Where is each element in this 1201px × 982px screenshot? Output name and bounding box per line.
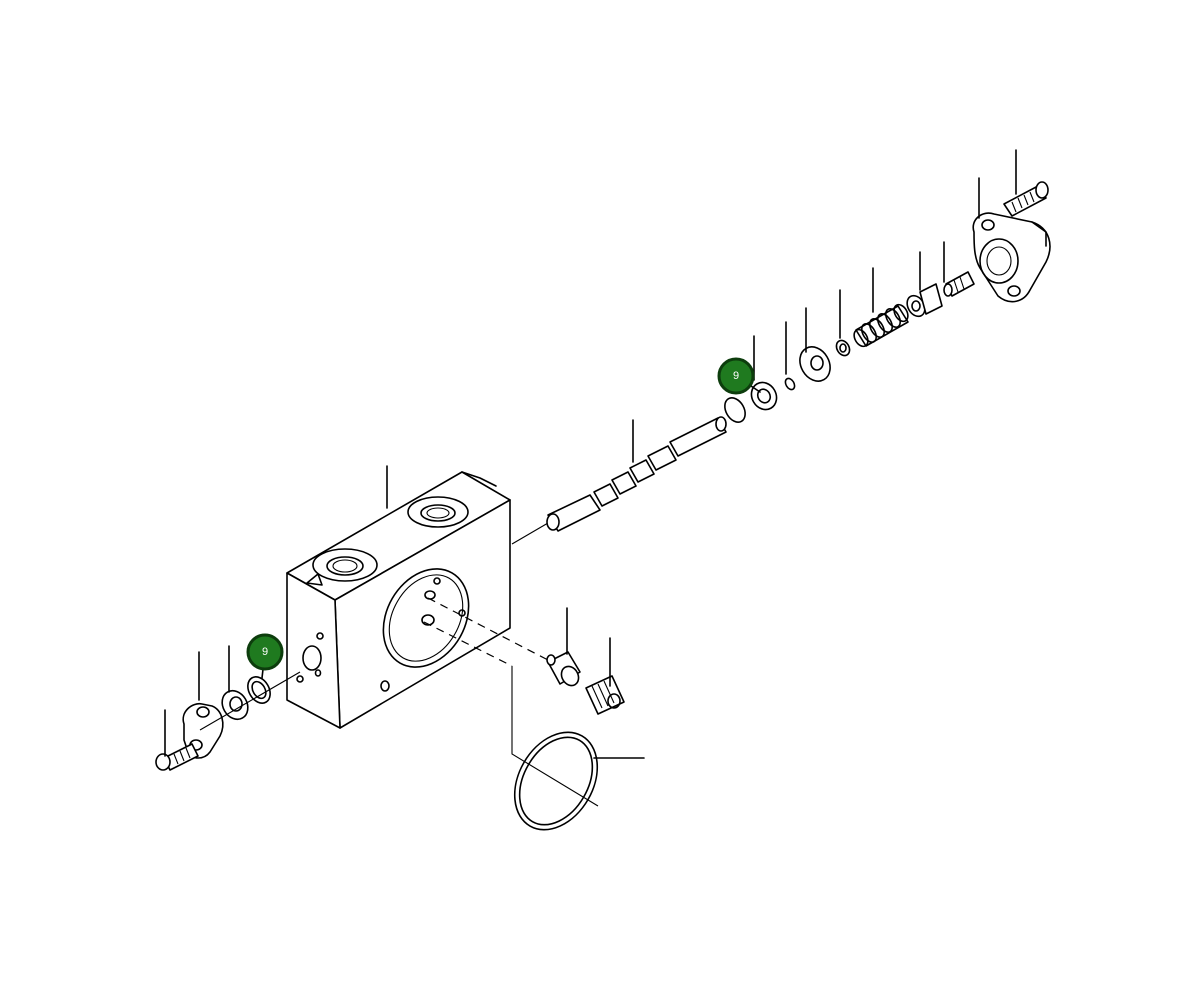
cap-bolt [1003, 181, 1049, 217]
callout-label: 9 [262, 646, 268, 658]
right-seal-stack [724, 339, 851, 423]
axis-dashed-1 [427, 597, 549, 661]
end-cap-right [972, 212, 1051, 303]
adjust-screw [943, 271, 975, 297]
valve-block [286, 471, 511, 729]
callout-label: 9 [733, 370, 739, 382]
left-bolt [155, 743, 199, 771]
leader-o-ring-bent [511, 666, 599, 807]
callout-9-left[interactable]: 9 [246, 633, 284, 671]
large-o-ring [513, 731, 599, 831]
small-spring [585, 675, 625, 715]
spring-seat [906, 283, 943, 318]
callout-9-right[interactable]: 9 [717, 357, 755, 395]
plug [546, 651, 581, 687]
spring [853, 303, 909, 348]
axis-dashed-2 [423, 621, 513, 667]
axis-left [199, 671, 301, 731]
spool [511, 416, 727, 545]
